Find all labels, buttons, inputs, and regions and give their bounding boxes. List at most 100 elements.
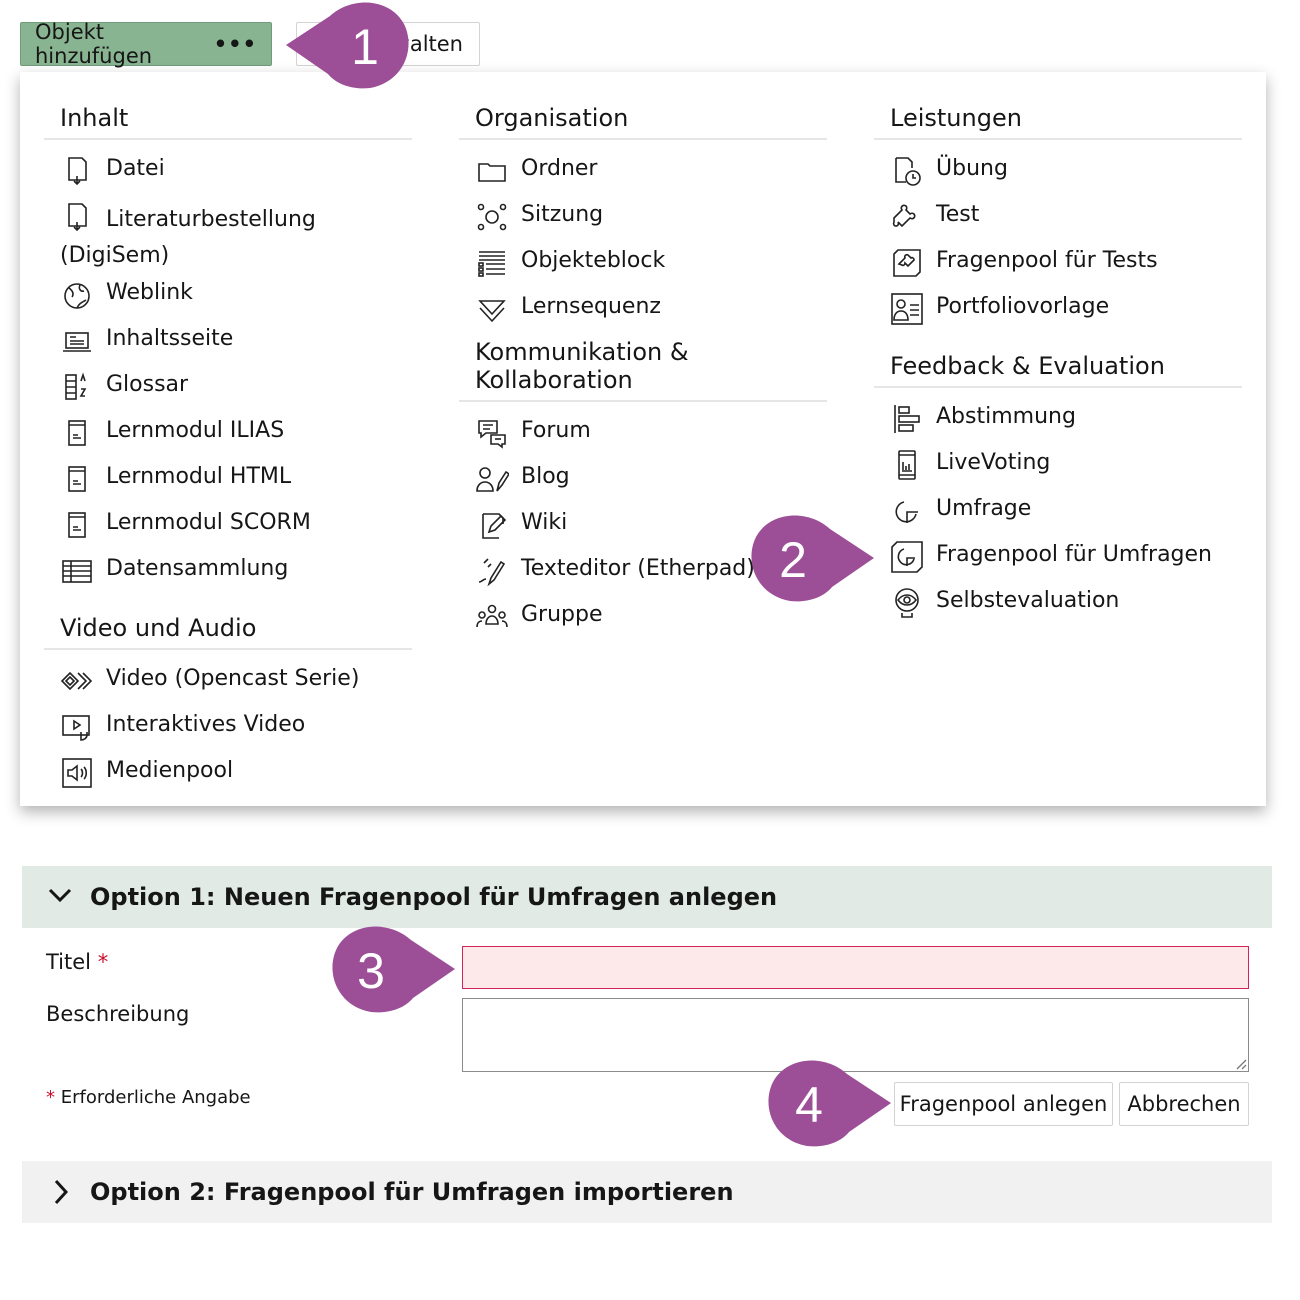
menu-item-weblink[interactable]: Weblink: [44, 270, 412, 316]
poll-icon: [890, 402, 924, 436]
self-evaluation-icon: [890, 586, 924, 620]
video-series-icon: [60, 664, 94, 698]
menu-item-fragenpool-tests[interactable]: Fragenpool für Tests: [874, 238, 1242, 284]
menu-item-fragenpool-umfragen[interactable]: Fragenpool für Umfragen: [874, 532, 1242, 578]
glossary-icon: [60, 370, 94, 404]
menu-item-label: Datensammlung: [106, 556, 289, 581]
menu-item-literaturbestellung[interactable]: Literaturbestellung (DigiSem): [44, 192, 412, 270]
menu-item-inhaltsseite[interactable]: Inhaltsseite: [44, 316, 412, 362]
file-icon: [60, 154, 94, 188]
learning-module-icon: [60, 508, 94, 542]
callout-number: 1: [351, 19, 379, 75]
menu-item-datensammlung[interactable]: Datensammlung: [44, 546, 412, 592]
interactive-video-icon: [60, 710, 94, 744]
section-title-inhalt: Inhalt: [44, 72, 412, 140]
create-pool-label: Fragenpool anlegen: [899, 1092, 1108, 1116]
section-title-kommunikation: Kommunikation & Kollaboration: [459, 330, 827, 402]
menu-column-1: Inhalt Datei Literaturbestellung (DigiSe…: [44, 72, 412, 794]
exercise-icon: [890, 154, 924, 188]
menu-item-uebung[interactable]: Übung: [874, 146, 1242, 192]
menu-item-umfrage[interactable]: Umfrage: [874, 486, 1242, 532]
menu-item-ordner[interactable]: Ordner: [459, 146, 827, 192]
menu-item-portfoliovorlage[interactable]: Portfoliovorlage: [874, 284, 1242, 330]
menu-item-label: Lernmodul SCORM: [106, 510, 311, 535]
learning-module-icon: [60, 416, 94, 450]
menu-item-label: Abstimmung: [936, 404, 1076, 429]
title-label: Titel *: [46, 950, 108, 974]
survey-question-pool-icon: [890, 540, 924, 574]
menu-item-label: Lernmodul ILIAS: [106, 418, 285, 443]
option-1-title: Option 1: Neuen Fragenpool für Umfragen …: [90, 883, 778, 911]
blog-icon: [475, 462, 511, 496]
menu-item-label: Lernsequenz: [521, 294, 661, 319]
etherpad-icon: [475, 554, 509, 588]
cancel-label: Abbrechen: [1127, 1092, 1241, 1116]
chevron-right-icon: [54, 1179, 69, 1205]
menu-item-lernmodul-scorm[interactable]: Lernmodul SCORM: [44, 500, 412, 546]
menu-item-forum[interactable]: Forum: [459, 408, 827, 454]
menu-item-label: Medienpool: [106, 758, 234, 783]
add-object-button[interactable]: Objekt hinzufügen •••: [20, 20, 272, 68]
menu-item-label: Literaturbestellung (DigiSem): [60, 207, 316, 268]
menu-item-lernsequenz[interactable]: Lernsequenz: [459, 284, 827, 330]
menu-item-label: Umfrage: [936, 496, 1032, 521]
callout-marker-4: 4: [758, 1060, 894, 1148]
menu-item-glossar[interactable]: Glossar: [44, 362, 412, 408]
menu-item-interaktives-video[interactable]: Interaktives Video: [44, 702, 412, 748]
menu-item-label: Datei: [106, 156, 165, 181]
menu-item-texteditor[interactable]: Texteditor (Etherpad): [459, 546, 827, 592]
resize-grip-icon[interactable]: [1234, 1057, 1247, 1070]
required-note-asterisk: *: [46, 1087, 55, 1108]
menu-item-lernmodul-html[interactable]: Lernmodul HTML: [44, 454, 412, 500]
menu-item-label: Portfoliovorlage: [936, 294, 1110, 319]
description-label: Beschreibung: [46, 1002, 190, 1026]
add-object-label: Objekt hinzufügen: [35, 20, 153, 68]
menu-item-label: Wiki: [521, 510, 568, 535]
menu-item-lernmodul-ilias[interactable]: Lernmodul ILIAS: [44, 408, 412, 454]
globe-icon: [60, 278, 94, 312]
title-input[interactable]: [462, 946, 1249, 989]
menu-item-objekteblock[interactable]: Objekteblock: [459, 238, 827, 284]
menu-item-label: Sitzung: [521, 202, 604, 227]
menu-item-test[interactable]: Test: [874, 192, 1242, 238]
cancel-button[interactable]: Abbrechen: [1119, 1082, 1249, 1126]
menu-item-abstimmung[interactable]: Abstimmung: [874, 394, 1242, 440]
menu-item-medienpool[interactable]: Medienpool: [44, 748, 412, 794]
description-textarea[interactable]: [462, 998, 1249, 1072]
menu-item-label: Lernmodul HTML: [106, 464, 292, 489]
menu-item-gruppe[interactable]: Gruppe: [459, 592, 827, 638]
menu-item-sitzung[interactable]: Sitzung: [459, 192, 827, 238]
menu-item-label: Blog: [521, 464, 570, 489]
menu-item-label: Gruppe: [521, 602, 603, 627]
menu-column-3: Leistungen Übung Test Fragenpool für Tes…: [874, 72, 1242, 624]
menu-item-selbstevaluation[interactable]: Selbstevaluation: [874, 578, 1242, 624]
menu-item-livevoting[interactable]: LiveVoting: [874, 440, 1242, 486]
option-2-title: Option 2: Fragenpool für Umfragen import…: [90, 1178, 734, 1206]
create-pool-button[interactable]: Fragenpool anlegen: [894, 1082, 1113, 1126]
menu-item-datei[interactable]: Datei: [44, 146, 412, 192]
table-icon: [60, 554, 94, 588]
section-title-feedback: Feedback & Evaluation: [874, 330, 1242, 388]
menu-item-label: Interaktives Video: [106, 712, 306, 737]
menu-item-label: Video (Opencast Serie): [106, 666, 360, 691]
menu-item-video-opencast[interactable]: Video (Opencast Serie): [44, 656, 412, 702]
menu-item-wiki[interactable]: Wiki: [459, 500, 827, 546]
menu-item-blog[interactable]: Blog: [459, 454, 827, 500]
callout-shape: [751, 515, 874, 602]
file-download-icon: [60, 200, 94, 234]
menu-item-label: Inhaltsseite: [106, 326, 234, 351]
speaker-icon: [60, 756, 94, 790]
live-voting-icon: [890, 448, 924, 482]
menu-item-label: Weblink: [106, 280, 193, 305]
callout-number: 4: [795, 1077, 823, 1133]
callout-marker-1: 1: [284, 2, 416, 90]
menu-item-label: LiveVoting: [936, 450, 1051, 475]
callout-shape: [332, 926, 455, 1013]
option-1-header[interactable]: Option 1: Neuen Fragenpool für Umfragen …: [22, 866, 1272, 928]
section-title-organisation: Organisation: [459, 72, 827, 140]
callout-marker-2: 2: [742, 515, 876, 603]
section-title-leistungen: Leistungen: [874, 72, 1242, 140]
callout-number: 2: [779, 532, 807, 588]
menu-item-label: Forum: [521, 418, 591, 443]
option-2-header[interactable]: Option 2: Fragenpool für Umfragen import…: [22, 1161, 1272, 1223]
